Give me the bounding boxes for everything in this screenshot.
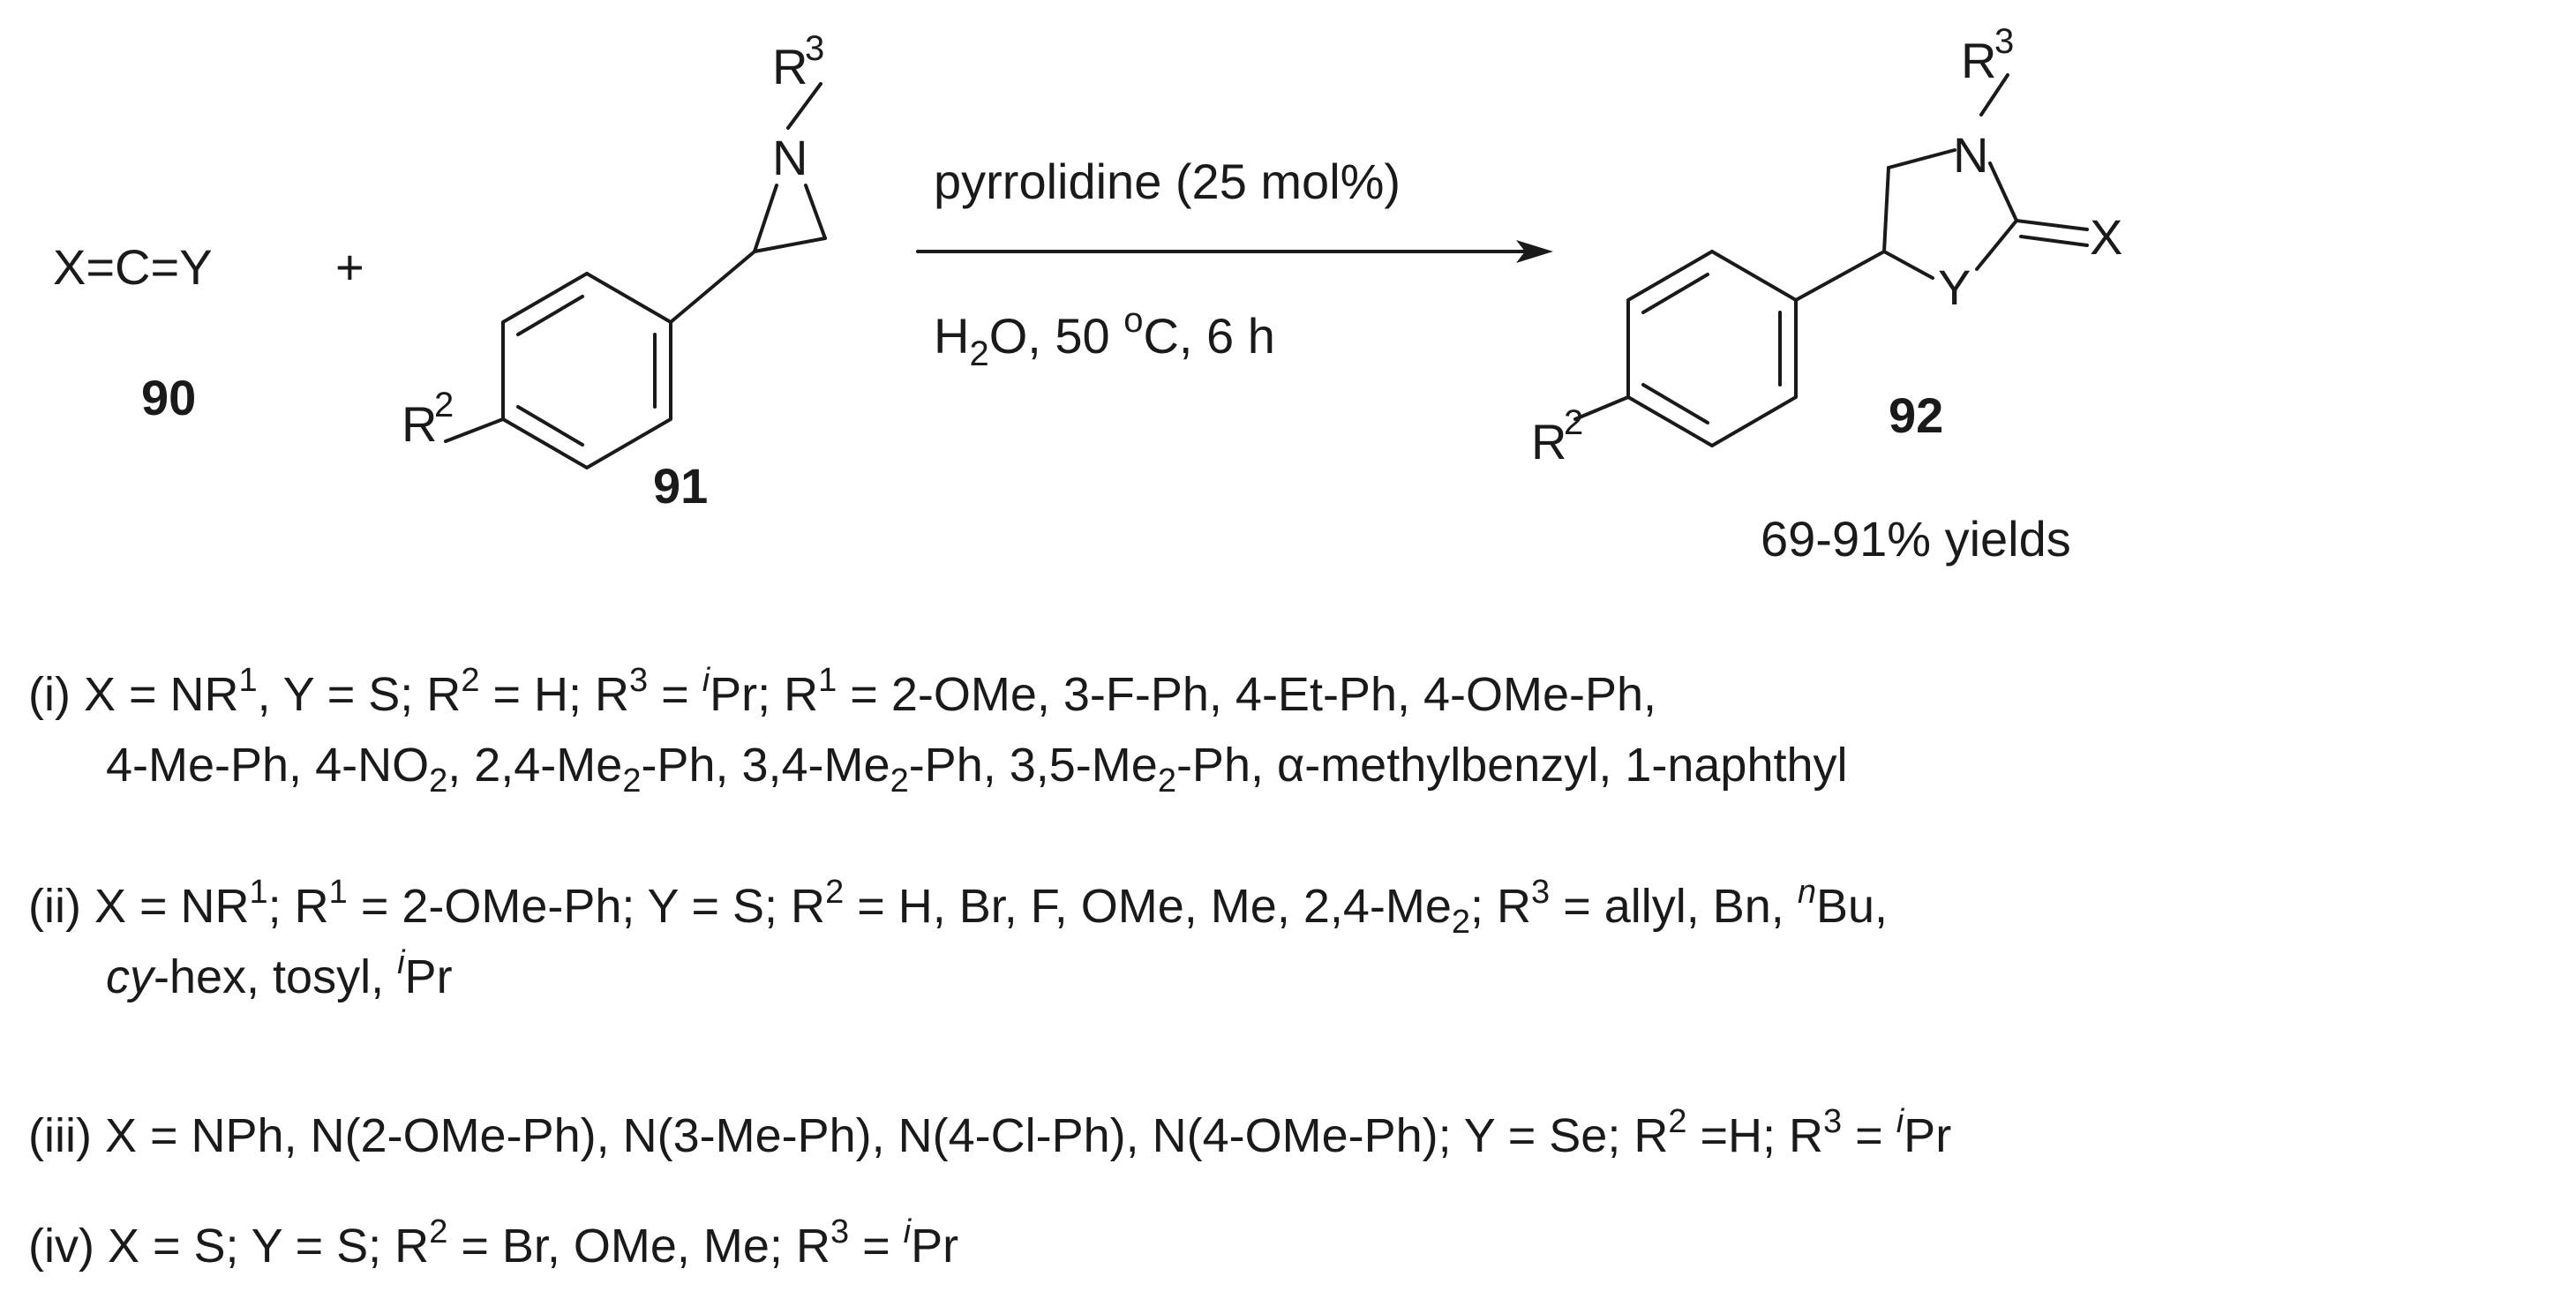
product-y-atom: Y <box>1938 259 1971 315</box>
plus-sign: + <box>335 239 364 295</box>
arrow-reagent: pyrrolidine (25 mol%) <box>934 154 1401 209</box>
aziridine-r3: R <box>772 39 807 94</box>
reactant-90-formula: X=C=Y <box>53 239 213 295</box>
condition-i: (i) X = NR1, Y = S; R2 = H; R3 = iPr; R1… <box>28 662 1848 800</box>
benzene-ring-91 <box>501 272 672 469</box>
product-r3-sup: 3 <box>1994 22 2014 61</box>
condition-ii: (ii) X = NR1; R1 = 2-OMe-Ph; Y = S; R2 =… <box>28 874 1889 1003</box>
product-n-atom: N <box>1953 127 1988 183</box>
condition-i-line2: 4-Me-Ph, 4-NO2, 2,4-Me2-Ph, 3,4-Me2-Ph, … <box>106 739 1848 800</box>
product-x-atom: X <box>2090 209 2122 265</box>
product-r2: R <box>1531 414 1566 469</box>
product-r2-sup: 2 <box>1564 403 1583 442</box>
reaction-scheme: X=C=Y 90 + N R 3 R 2 91 pyrrolidine (25 … <box>53 22 2122 567</box>
condition-ii-line2: cy-hex, tosyl, iPr <box>106 944 453 1003</box>
reactant-91-label: 91 <box>653 458 708 514</box>
product-r3: R <box>1961 33 1996 88</box>
condition-iii: (iii) X = NPh, N(2-OMe-Ph), N(3-Me-Ph), … <box>28 1103 1952 1162</box>
reactant-91-r2-sup: 2 <box>434 386 454 424</box>
condition-iv: (iv) X = S; Y = S; R2 = Br, OMe, Me; R3 … <box>28 1213 959 1273</box>
arrow-conditions: H2O, 50 oC, 6 h <box>934 301 1275 373</box>
product-92-label: 92 <box>1889 387 1943 443</box>
reactant-91-structure <box>444 82 827 469</box>
product-92-structure <box>1573 73 2089 447</box>
reaction-arrow <box>916 240 1553 263</box>
reactant-90-label: 90 <box>141 370 196 425</box>
aziridine-n-atom: N <box>772 130 807 185</box>
benzene-ring-92 <box>1626 250 1798 447</box>
product-yield: 69-91% yields <box>1761 511 2071 567</box>
reactant-91-r2: R <box>402 396 437 452</box>
aziridine-r3-sup: 3 <box>805 29 824 68</box>
